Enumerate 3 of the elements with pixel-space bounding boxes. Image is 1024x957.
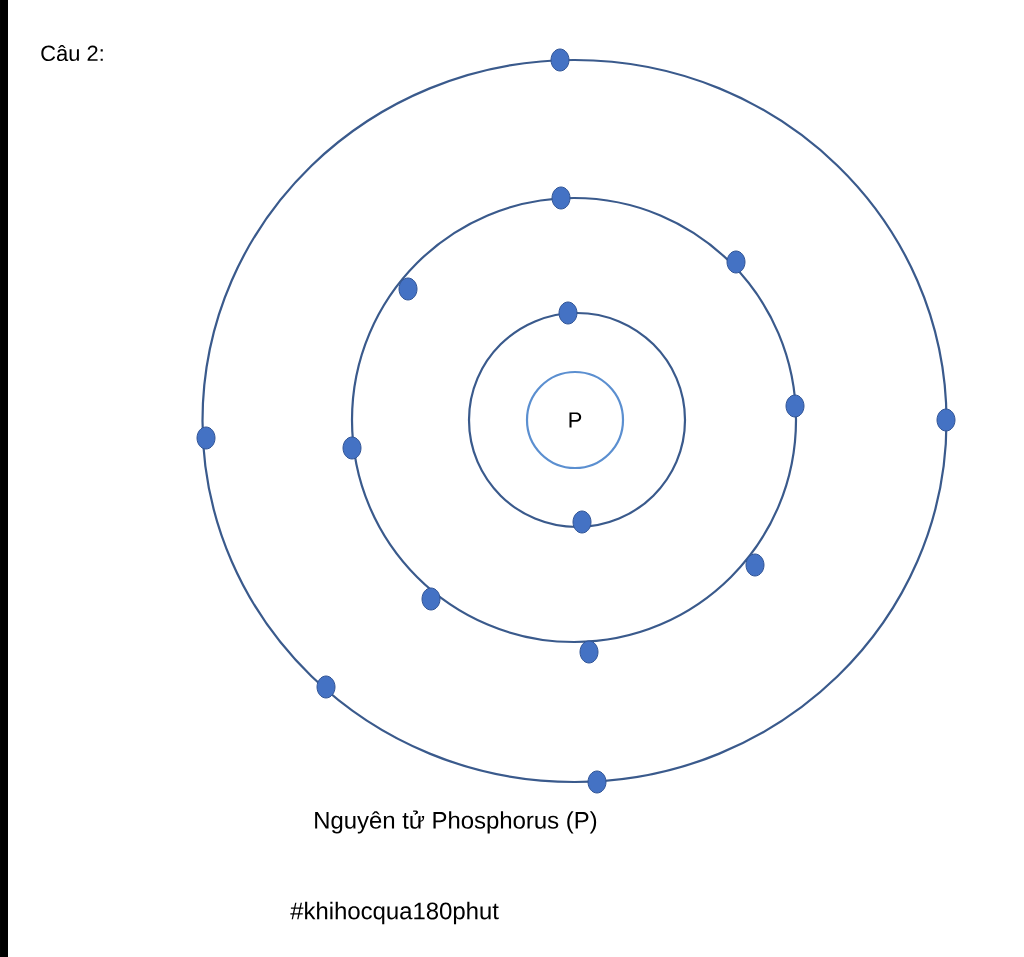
question-label: Câu 2: xyxy=(41,44,103,62)
hashtag-text: #khihocqua180phut xyxy=(290,901,499,925)
caption: Nguyên tử Phosphorus (P) xyxy=(315,810,597,834)
